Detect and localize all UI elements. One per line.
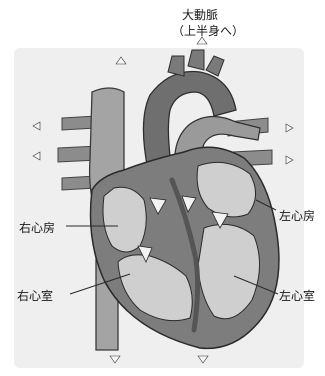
label-right-ventricle: 右心室 <box>17 287 53 304</box>
aorta-title-line1: 大動脈 <box>182 6 218 23</box>
label-left-ventricle: 左心室 <box>279 287 315 304</box>
label-left-atrium: 左心房 <box>279 207 315 224</box>
right-atrium-chamber <box>103 187 146 252</box>
label-right-atrium: 右心房 <box>19 219 55 236</box>
aorta-title-line2: （上半身へ） <box>172 22 244 39</box>
